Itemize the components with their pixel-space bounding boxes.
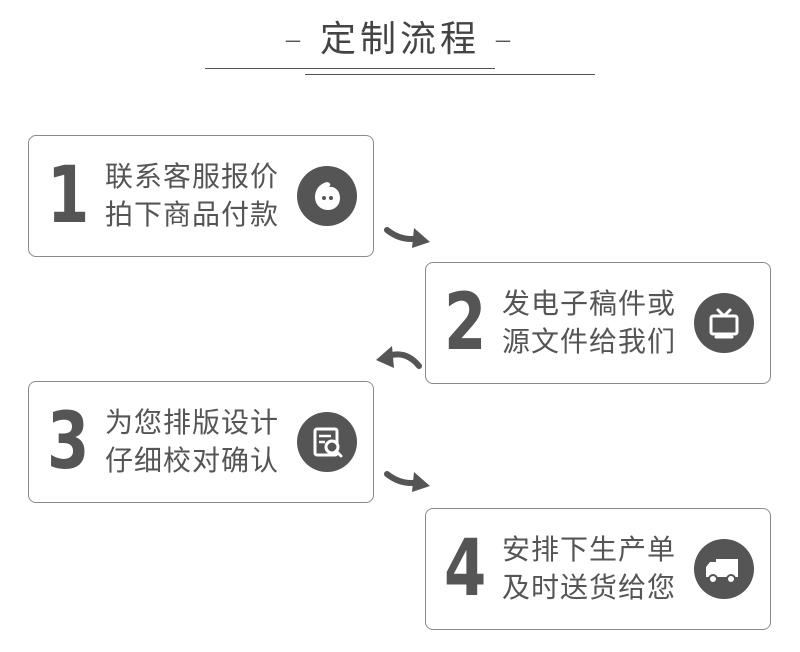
tv-icon bbox=[694, 293, 754, 353]
step-line-1: 发电子稿件或 bbox=[502, 287, 677, 320]
chat-bubble-icon bbox=[297, 166, 357, 226]
step-line-1: 联系客服报价 bbox=[105, 160, 280, 193]
step-card-2: 2 发电子稿件或 源文件给我们 bbox=[425, 262, 771, 384]
step-card-4: 4 安排下生产单 及时送货给您 bbox=[425, 508, 771, 630]
document-search-icon bbox=[297, 412, 357, 472]
step-text: 发电子稿件或 源文件给我们 bbox=[502, 285, 676, 361]
step-text: 为您排版设计 仔细校对确认 bbox=[105, 404, 279, 480]
title-underline-left bbox=[205, 68, 495, 69]
step-number: 1 bbox=[47, 151, 90, 241]
title-dash-right: – bbox=[494, 19, 516, 60]
title-text: 定制流程 bbox=[319, 19, 480, 60]
step-line-2: 源文件给我们 bbox=[502, 325, 677, 358]
title-dash-left: – bbox=[283, 19, 306, 60]
curved-arrow-right-icon bbox=[384, 227, 430, 248]
step-text: 安排下生产单 及时送货给您 bbox=[502, 531, 676, 607]
step-line-2: 拍下商品付款 bbox=[105, 198, 280, 231]
step-text: 联系客服报价 拍下商品付款 bbox=[105, 158, 279, 234]
step-number: 4 bbox=[444, 524, 487, 614]
step-line-2: 仔细校对确认 bbox=[105, 444, 280, 477]
page-header: –定制流程– bbox=[0, 10, 800, 62]
step-number: 3 bbox=[47, 397, 90, 487]
step-line-1: 安排下生产单 bbox=[502, 533, 677, 566]
curved-arrow-right-icon bbox=[384, 471, 430, 492]
title-underline-right bbox=[305, 74, 595, 75]
page-title: –定制流程– bbox=[270, 10, 530, 62]
curved-arrow-left-icon bbox=[376, 346, 422, 369]
step-line-1: 为您排版设计 bbox=[105, 406, 280, 439]
step-card-3: 3 为您排版设计 仔细校对确认 bbox=[28, 381, 374, 503]
step-number: 2 bbox=[444, 278, 487, 368]
step-line-2: 及时送货给您 bbox=[502, 571, 677, 604]
step-card-1: 1 联系客服报价 拍下商品付款 bbox=[28, 135, 374, 257]
delivery-truck-icon bbox=[694, 539, 754, 599]
